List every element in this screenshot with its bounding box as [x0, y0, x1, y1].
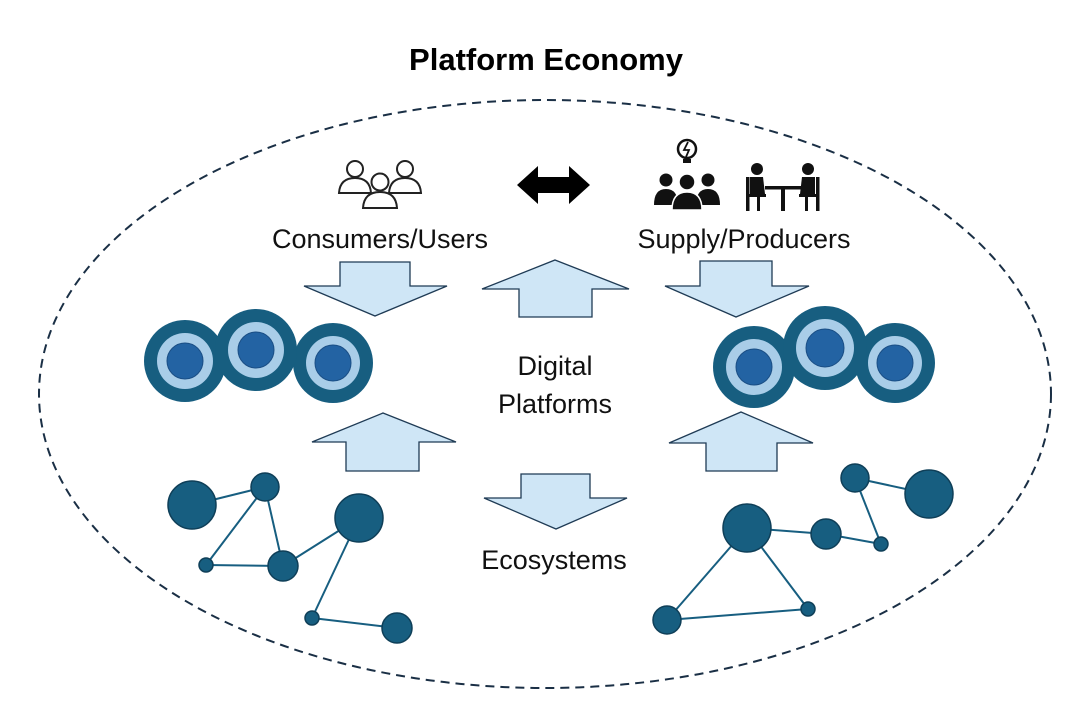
ecosystem-network-right — [652, 463, 954, 635]
up-arrow-center — [481, 259, 630, 318]
up-arrow-left-ecosystem — [311, 412, 457, 472]
ecosystem-node — [904, 469, 954, 519]
economy-boundary — [38, 99, 1052, 689]
ecosystem-node — [267, 550, 299, 582]
ecosystem-node — [250, 472, 280, 502]
meeting-table-icon — [746, 163, 820, 211]
ecosystem-node — [800, 601, 816, 617]
ecosystem-node — [381, 612, 413, 644]
platforms-label-line2: Platforms — [498, 389, 612, 419]
down-arrow-producers — [664, 260, 810, 318]
digital-platforms-cluster-right — [713, 306, 935, 408]
diagram-title: Platform Economy — [409, 42, 684, 77]
digital-platforms-cluster-left — [144, 309, 373, 403]
ecosystems-label: Ecosystems — [481, 545, 627, 575]
ecosystem-network-left — [167, 472, 413, 644]
ecosystem-node — [722, 503, 772, 553]
up-arrow-right-ecosystem — [668, 411, 814, 472]
ecosystem-node — [334, 493, 384, 543]
ecosystem-node — [304, 610, 320, 626]
ecosystem-node — [840, 463, 870, 493]
producers-label: Supply/Producers — [637, 224, 850, 254]
down-arrow-consumers — [303, 261, 448, 317]
bidirectional-arrow-icon — [517, 166, 590, 204]
ecosystem-node — [810, 518, 842, 550]
ecosystem-node — [873, 536, 889, 552]
down-arrow-ecosystems — [483, 473, 628, 530]
consumers-label: Consumers/Users — [272, 224, 488, 254]
platforms-label-line1: Digital — [517, 351, 592, 381]
ecosystem-node — [198, 557, 214, 573]
users-group-icon — [337, 160, 423, 209]
ecosystem-node — [652, 605, 682, 635]
ecosystem-node — [167, 480, 217, 530]
idea-team-icon — [654, 138, 720, 211]
